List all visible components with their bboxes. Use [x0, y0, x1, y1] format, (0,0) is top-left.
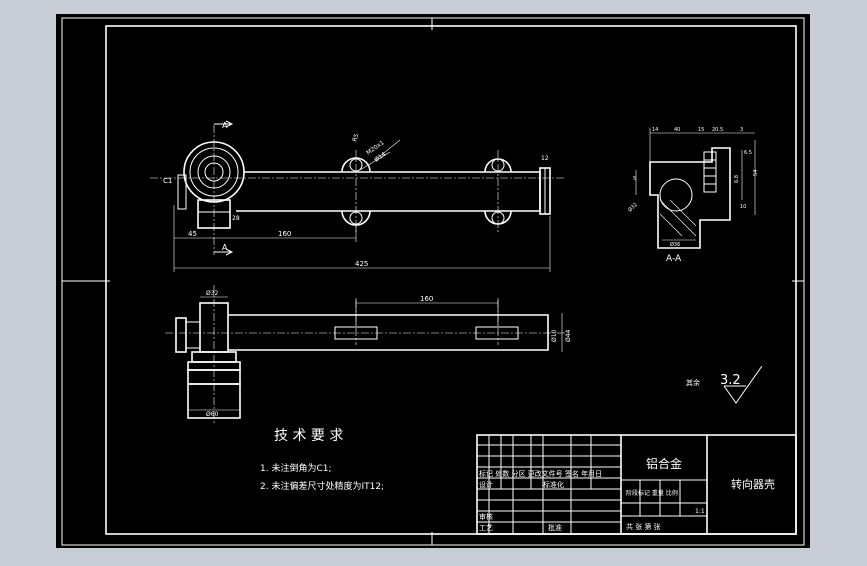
dim-dia32-top: Ø32 — [206, 290, 219, 297]
dim-sec-14: 14 — [652, 127, 658, 133]
dim-dia44: Ø44 — [565, 329, 572, 342]
dim-height-small: 28 — [232, 215, 240, 222]
part-name-label: 转向器壳 — [731, 477, 775, 491]
roughness-value: 3.2 — [720, 373, 741, 388]
dim-sec-40: 40 — [674, 127, 680, 133]
dim-sec-5: 5 — [633, 176, 636, 182]
section-label: A-A — [666, 254, 682, 264]
dim-dia60: Ø60 — [206, 411, 219, 418]
dim-sec-20-5: 20.5 — [712, 127, 723, 133]
title-review: 审核 — [479, 512, 493, 521]
dim-overall-length: 425 — [355, 260, 368, 268]
section-view — [635, 128, 756, 249]
material-label: 铝合金 — [646, 456, 682, 471]
title-standardize: 标准化 — [543, 480, 564, 489]
dim-dia10: Ø10 — [551, 329, 558, 342]
center-marks — [62, 18, 804, 545]
dim-sec-10: 10 — [740, 204, 746, 210]
roughness-label: 其余 — [686, 378, 700, 387]
section-mark-a-bottom: A — [222, 243, 228, 252]
top-view — [165, 285, 565, 425]
inner-border — [105, 25, 797, 535]
dim-left-offset: 45 — [188, 230, 197, 238]
dim-hole-span-top: 160 — [420, 295, 433, 303]
dim-sec-dia36: Ø36 — [670, 241, 680, 248]
tech-requirement-1: 1. 未注倒角为C1; — [260, 462, 332, 474]
title-header-row: 标记 处数 分区 更改文件号 签名 年月日 — [479, 469, 602, 478]
dim-sec-54: 54 — [753, 170, 759, 176]
title-design: 设计 — [479, 480, 493, 489]
dim-hole-span-front: 160 — [278, 230, 291, 238]
model-space — [56, 14, 810, 548]
title-stage-row: 阶段标记 重量 比例 — [626, 489, 678, 497]
title-approve: 批准 — [548, 523, 562, 532]
dim-radius: R5 — [351, 133, 360, 143]
dim-sec-3: 3 — [740, 127, 743, 133]
title-block — [476, 434, 797, 535]
dim-slot: 12 — [541, 155, 549, 162]
tech-requirement-2: 2. 未注偏差尺寸处精度为IT12; — [260, 480, 384, 492]
roughness-symbol — [723, 365, 763, 404]
dim-sec-15: 15 — [698, 127, 704, 133]
dim-sec-6-8: 6.8 — [734, 175, 740, 183]
title-scale: 1:1 — [695, 508, 705, 515]
dim-sec-6-5: 6.5 — [744, 150, 752, 156]
dim-chamfer: C1 — [163, 177, 172, 185]
front-view — [150, 120, 565, 272]
tech-requirements-heading: 技 术 要 求 — [274, 428, 343, 444]
section-mark-a-top: A — [222, 121, 228, 130]
title-process: 工艺 — [479, 524, 493, 532]
title-sheet-row: 共 张 第 张 — [626, 522, 661, 531]
